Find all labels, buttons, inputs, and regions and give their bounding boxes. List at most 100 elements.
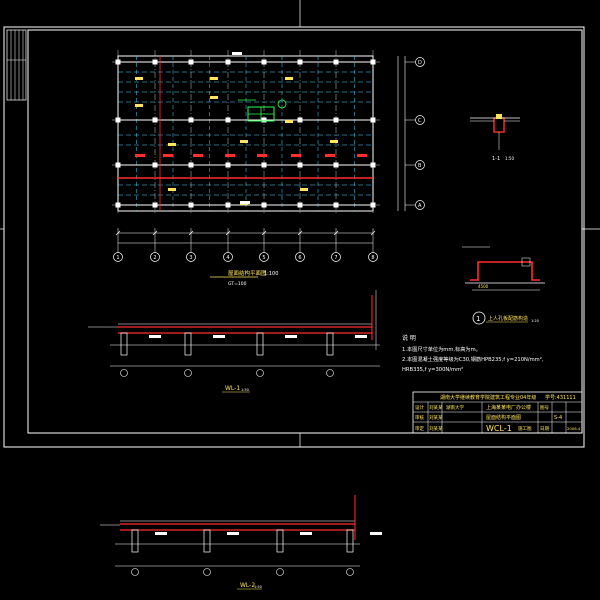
- dim-tick: [333, 230, 339, 236]
- rebar-label: [240, 140, 248, 143]
- tb-name-1: 刘某某: [429, 404, 443, 411]
- tb-name-3: 刘某某: [429, 425, 443, 432]
- notes-line-3: HRB335,f y=300N/mm²: [402, 367, 463, 373]
- column: [333, 117, 339, 123]
- rebar-mark: [357, 154, 367, 157]
- plan-beams: [118, 56, 373, 211]
- beam2-scale: 1:50: [254, 585, 262, 589]
- column: [115, 117, 121, 123]
- dim-tick: [115, 230, 121, 236]
- column: [261, 162, 267, 168]
- column: [370, 59, 376, 65]
- column: [297, 117, 303, 123]
- beam1-scale: 1:50: [241, 388, 249, 392]
- axis-bubble: [415, 115, 425, 125]
- tb-drawing-name: 屋面结构平面图: [486, 414, 521, 421]
- tb-role-3: 审定: [415, 425, 424, 432]
- column: [115, 59, 121, 65]
- column: [188, 202, 194, 208]
- rebar-mark: [325, 154, 335, 157]
- axis-label-B: B: [418, 163, 422, 169]
- axis-bubble: [259, 252, 269, 262]
- rebar-label: [300, 188, 308, 191]
- tb-sheet-label: 图号: [540, 405, 549, 411]
- rebar-label: [155, 532, 167, 535]
- axis-label-6: 6: [298, 255, 301, 261]
- column: [370, 162, 376, 168]
- tb-project: 上海某某电厂办公楼: [486, 404, 531, 411]
- tb-name-2: 刘某某: [429, 414, 443, 421]
- axis-bubble: [223, 252, 233, 262]
- axis-bubble: [120, 369, 128, 377]
- tb-stamp: 湖南大学: [446, 404, 464, 411]
- detail-marker-circle: [472, 311, 486, 325]
- dim-tick: [188, 230, 194, 236]
- axis-label-4: 4: [226, 255, 229, 261]
- axis-label-D: D: [418, 60, 422, 66]
- span-label: [240, 201, 250, 204]
- roof-hatch-opening: [238, 99, 287, 122]
- tb-student-no: 学号:431111: [545, 394, 576, 401]
- axis-bubble: [256, 369, 264, 377]
- dim-tick: [297, 230, 303, 236]
- notes-line-2: 2.本图混凝土强度等级为C30,钢筋HPB235,f y=210N/mm²,: [402, 355, 544, 363]
- rebar-label: [355, 335, 367, 338]
- column: [152, 162, 158, 168]
- rebar-label: [213, 335, 225, 338]
- rebar-label: [227, 532, 239, 535]
- tb-date-label: 日期: [540, 426, 549, 432]
- notes-line-1: 1.本图尺寸单位为mm,标高为m。: [402, 345, 481, 353]
- rebar-mark: [291, 154, 301, 157]
- column: [261, 59, 267, 65]
- rebar-mark: [135, 154, 145, 157]
- axis-label-1: 1: [116, 255, 119, 261]
- rebar-label: [285, 120, 293, 123]
- section-scale: 1:50: [505, 156, 514, 161]
- rebar-mark: [193, 154, 203, 157]
- rebar-label: [330, 140, 338, 143]
- axis-label-7: 7: [334, 255, 337, 261]
- axis-bubble: [331, 252, 341, 262]
- beam-support: [131, 529, 139, 553]
- rebar-label: [168, 143, 176, 146]
- plan-subnote: GT=100: [228, 281, 247, 287]
- column: [152, 59, 158, 65]
- axis-bubble: [184, 369, 192, 377]
- axis-bubble: [326, 369, 334, 377]
- beam-support: [120, 332, 128, 356]
- axis-label-3: 3: [189, 255, 192, 261]
- column: [115, 202, 121, 208]
- column: [297, 162, 303, 168]
- column: [188, 117, 194, 123]
- plan-scale: 1:100: [264, 271, 278, 277]
- axis-label-2: 2: [153, 255, 156, 261]
- axis-bubble: [186, 252, 196, 262]
- hatch-detail: 4500 1 上人孔板配筋构造 1:20: [462, 246, 545, 325]
- column: [152, 117, 158, 123]
- rebar-label: [285, 77, 293, 80]
- rebar-mark: [225, 154, 235, 157]
- tb-school: 湖南大学继续教育学院建筑工程专业04年级: [440, 394, 536, 401]
- tb-stage: 施工图: [518, 425, 532, 432]
- rebar-label: [168, 188, 176, 191]
- axis-bubble: [346, 568, 354, 576]
- rebar-label: [300, 532, 312, 535]
- beam-support: [346, 529, 354, 553]
- column: [225, 202, 231, 208]
- axis-bubble: [368, 252, 378, 262]
- column: [261, 117, 267, 123]
- column: [188, 162, 194, 168]
- tb-drawing-code: WCL-1: [486, 424, 512, 433]
- axis-label-C: C: [418, 118, 422, 124]
- rebar-label: [285, 335, 297, 338]
- beam-support: [256, 332, 264, 356]
- beam-support: [184, 332, 192, 356]
- tb-date: 2006.4: [567, 426, 581, 431]
- column: [297, 59, 303, 65]
- wl2-supports: [131, 529, 382, 576]
- rebar-mark: [257, 154, 267, 157]
- beam-support: [203, 529, 211, 553]
- column: [333, 202, 339, 208]
